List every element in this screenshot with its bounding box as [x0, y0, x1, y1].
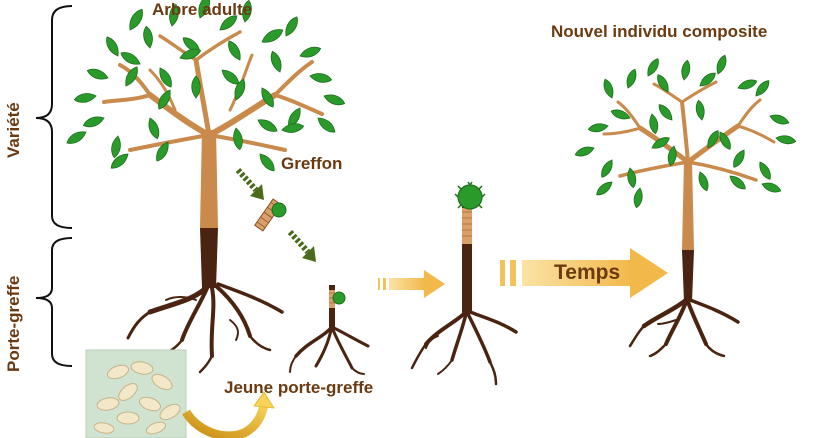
- leaf-shape: [257, 119, 278, 132]
- leaf-shape: [601, 159, 613, 178]
- adult-tree: [66, 0, 346, 374]
- leaf-shape: [234, 78, 246, 101]
- leaf-shape: [156, 141, 169, 162]
- leaf-shape: [761, 182, 782, 193]
- leaf-shape: [285, 16, 298, 37]
- leaf-shape: [191, 75, 201, 99]
- leaf-shape: [603, 78, 614, 99]
- leaf-shape: [259, 153, 275, 172]
- leaf-shape: [261, 29, 284, 43]
- seed: [118, 383, 138, 401]
- leaf-shape: [719, 131, 731, 150]
- leaf-shape: [281, 123, 305, 133]
- seed: [96, 397, 120, 411]
- leaf-shape: [667, 145, 677, 167]
- leaf-shape: [649, 113, 659, 135]
- label-variete: Variété: [4, 102, 23, 158]
- leaf-shape: [106, 36, 119, 57]
- composite-tree: [574, 54, 797, 358]
- scion-piece: [254, 198, 287, 232]
- leaf-shape: [755, 80, 770, 97]
- leaf-shape: [270, 50, 282, 73]
- seed: [130, 361, 154, 375]
- leaf-shape: [658, 104, 673, 121]
- leaf-shape: [110, 153, 129, 169]
- seed: [159, 403, 181, 421]
- young-rootstock: [289, 285, 370, 375]
- leaf-shape: [125, 66, 138, 87]
- leaf-shape: [698, 171, 709, 192]
- orange-arrow-small: [378, 270, 445, 298]
- label-temps: Temps: [554, 261, 621, 284]
- leaf-shape: [111, 135, 121, 159]
- seed: [116, 411, 140, 425]
- leaf-shape: [158, 89, 171, 110]
- leaf-shape: [233, 127, 243, 151]
- leaf-shape: [143, 25, 153, 49]
- seed: [151, 373, 173, 391]
- leaf-shape: [610, 109, 631, 120]
- leaf-shape: [219, 15, 238, 31]
- green-arrow-2: [287, 229, 316, 262]
- leaf-shape: [323, 94, 346, 106]
- leaf-shape: [707, 130, 719, 149]
- leaf-shape: [737, 79, 758, 90]
- seed-photo: [85, 349, 187, 438]
- leaf-shape: [596, 181, 613, 196]
- leaf-shape: [148, 117, 160, 140]
- leaf-shape: [681, 59, 691, 81]
- leaf-shape: [695, 99, 705, 121]
- leaf-shape: [699, 72, 716, 87]
- leaf-shape: [228, 40, 241, 61]
- seed: [145, 421, 167, 435]
- leaf-shape: [179, 48, 202, 60]
- leaf-shape: [66, 131, 87, 144]
- leaf-shape: [769, 114, 790, 125]
- leaf-shape: [574, 146, 595, 157]
- leaf-shape: [261, 87, 274, 108]
- leaf-shape: [657, 74, 669, 93]
- leaf-shape: [626, 68, 637, 89]
- leaf-shape: [775, 135, 797, 145]
- leaf-shape: [651, 137, 670, 149]
- leaf-shape: [587, 123, 609, 133]
- seed: [93, 422, 115, 434]
- leaf-shape: [299, 46, 322, 58]
- bracket-variete: [35, 5, 73, 229]
- label-nouvel-individu: Nouvel individu composite: [551, 22, 768, 41]
- leaf-shape: [716, 54, 727, 75]
- seed: [138, 396, 162, 412]
- label-jeune-porte-greffe: Jeune porte-greffe: [224, 378, 374, 397]
- label-porte-greffe: Porte-greffe: [4, 275, 23, 372]
- leaf-shape: [159, 67, 172, 88]
- leaf-shape: [82, 116, 105, 128]
- leaf-shape: [198, 0, 211, 19]
- leaf-shape: [633, 187, 643, 209]
- green-arrow-1: [235, 167, 264, 200]
- leaf-shape: [86, 68, 109, 80]
- leaf-shape: [73, 93, 97, 103]
- label-arbre-adulte: Arbre adulte: [152, 0, 253, 19]
- seed: [106, 364, 130, 380]
- leaf-shape: [759, 161, 771, 180]
- leaf-shape: [242, 0, 252, 23]
- label-greffon: Greffon: [281, 154, 343, 173]
- big-orange-arrow: [500, 248, 668, 298]
- leaf-shape: [169, 3, 179, 27]
- leaf-shape: [627, 167, 637, 189]
- grafted-sapling: [410, 181, 518, 386]
- leaf-shape: [309, 73, 333, 83]
- leaf-shape: [733, 149, 745, 168]
- leaf-shape: [129, 8, 143, 31]
- bracket-porte-greffe: [35, 237, 73, 367]
- leaf-shape: [317, 117, 336, 133]
- curved-arrow-orange: [182, 391, 275, 438]
- leaf-shape: [647, 58, 659, 77]
- leaf-shape: [120, 52, 141, 65]
- leaf-shape: [729, 175, 746, 190]
